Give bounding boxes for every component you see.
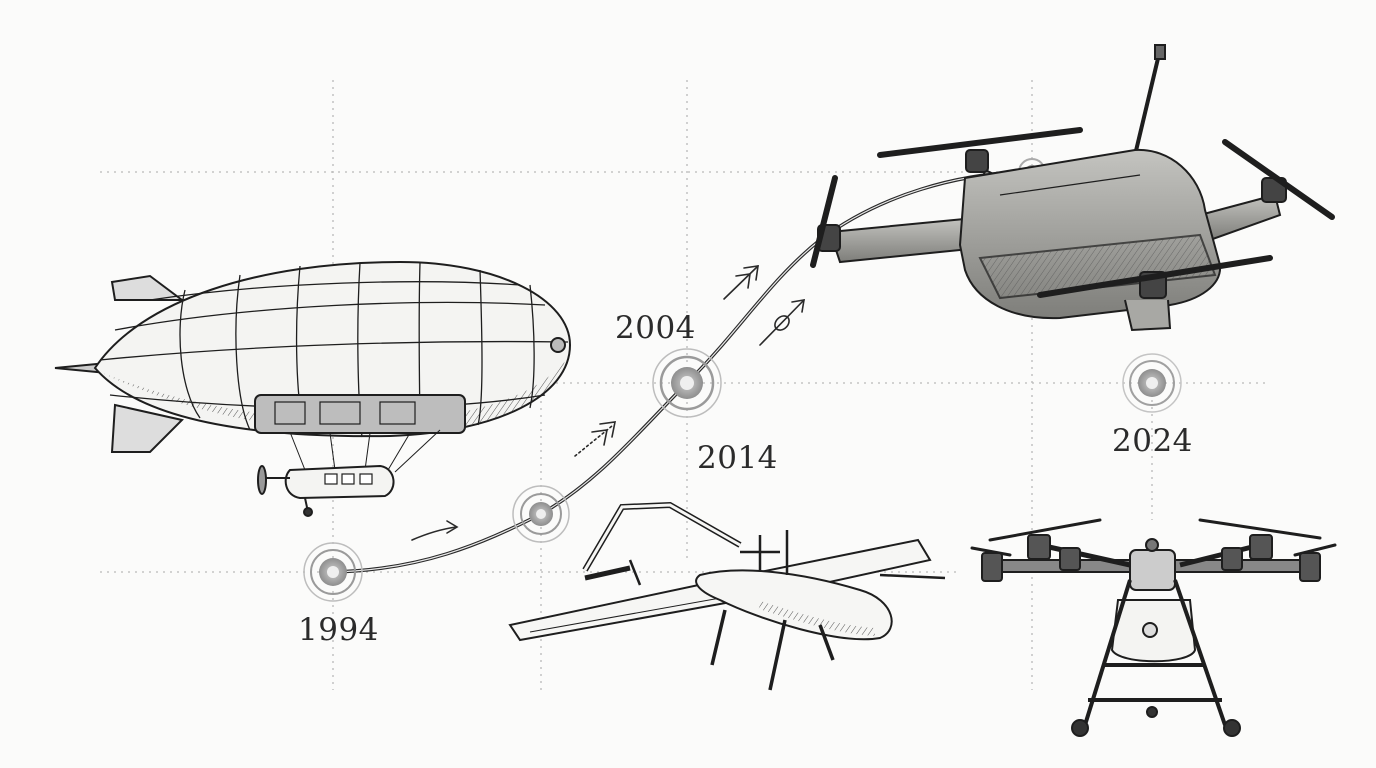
motion-arrows [411, 265, 805, 541]
year-label-2004: 2004 [615, 310, 696, 346]
marker-mid [512, 485, 570, 543]
year-label-1994: 1994 [298, 612, 379, 648]
marker-1994 [303, 542, 363, 602]
fixed-wing-vtol-drone-icon [508, 501, 946, 691]
year-label-2024: 2024 [1112, 423, 1193, 459]
agricultural-hexacopter-icon [970, 518, 1337, 737]
marker-2004-2014 [652, 348, 722, 418]
quadcopter-drone-icon [810, 44, 1335, 332]
year-label-2014: 2014 [697, 440, 778, 476]
airship-icon [54, 260, 572, 517]
marker-2024 [1122, 353, 1182, 413]
